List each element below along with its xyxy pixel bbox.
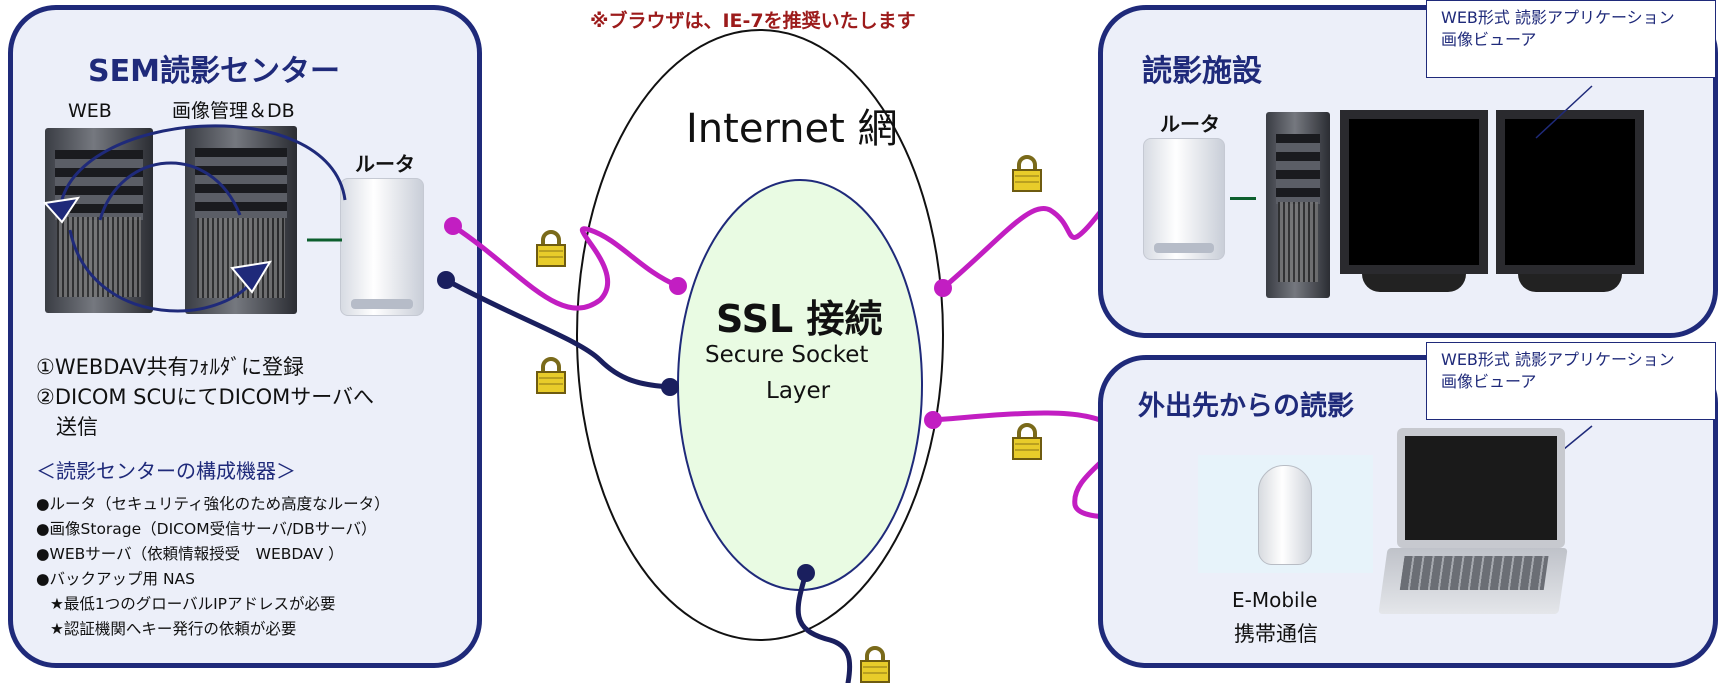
remote-callout-line2: 画像ビューア — [1441, 372, 1537, 391]
center-step2: ②DICOM SCUにてDICOMサーバへ — [36, 385, 375, 409]
monitor-right-icon — [1496, 110, 1644, 274]
center-router-label: ルータ — [355, 152, 415, 176]
ssl-title: SSL 接続 — [716, 297, 883, 341]
remote-title: 外出先からの読影 — [1138, 391, 1354, 422]
facility-callout-pointer — [1535, 85, 1593, 139]
ssl-subtitle-1: Secure Socket — [705, 342, 869, 368]
equip-note-cert: ★認証機関へキー発行の依頼が必要 — [50, 620, 297, 638]
internet-label: Internet 網 — [686, 106, 898, 152]
remote-callout-line1: WEB形式 読影アプリケーション — [1441, 350, 1675, 369]
center-router-icon — [340, 178, 424, 316]
center-title: SEM読影センター — [88, 54, 340, 89]
equip-item-nas: ●バックアップ用 NAS — [36, 570, 195, 588]
link-bottom — [795, 570, 853, 683]
ssl-subtitle-2: Layer — [766, 378, 831, 404]
browser-notice: ※ブラウザは、IE-7を推奨いたします — [590, 10, 916, 32]
center-step1: ①WEBDAV共有ﾌｫﾙﾀﾞに登録 — [36, 355, 304, 379]
center-step2-cont: 送信 — [56, 415, 98, 439]
equip-item-webserver: ●WEBサーバ（依頼情報授受 WEBDAV ） — [36, 545, 344, 563]
db-server-icon — [185, 126, 297, 314]
equip-item-router: ●ルータ（セキュリティ強化のため高度なルータ） — [36, 495, 390, 513]
lock-icon — [536, 230, 566, 267]
link-center-magenta — [450, 223, 681, 311]
facility-title: 読影施設 — [1142, 54, 1262, 89]
equip-item-storage: ●画像Storage（DICOM受信サーバ/DBサーバ） — [36, 520, 377, 538]
facility-pc-icon — [1266, 112, 1330, 298]
lock-icon — [1012, 155, 1042, 192]
facility-callout: WEB形式 読影アプリケーション 画像ビューア — [1426, 0, 1716, 78]
lock-icon — [536, 357, 566, 394]
lock-icon — [860, 646, 890, 683]
monitor-right-stand — [1518, 274, 1622, 292]
laptop-icon — [1378, 428, 1568, 618]
equip-heading: ＜読影センターの構成機器＞ — [36, 459, 296, 483]
db-label: 画像管理＆DB — [172, 100, 295, 122]
facility-callout-line1: WEB形式 読影アプリケーション — [1441, 8, 1675, 27]
facility-router-label: ルータ — [1160, 112, 1220, 136]
modem-icon — [1198, 455, 1373, 573]
link-center-navy — [443, 277, 673, 390]
lock-icon — [1012, 423, 1042, 460]
center-panel — [8, 5, 482, 668]
monitor-left-stand — [1362, 274, 1466, 292]
facility-router-icon — [1143, 138, 1225, 260]
web-label: WEB — [68, 100, 112, 122]
equip-note-ip: ★最低1つのグローバルIPアドレスが必要 — [50, 595, 336, 613]
replication-arrows — [43, 124, 347, 313]
remote-device-label-2: 携帯通信 — [1234, 622, 1318, 646]
remote-callout: WEB形式 読影アプリケーション 画像ビューア — [1426, 342, 1716, 420]
facility-link-line — [1230, 197, 1256, 200]
facility-callout-line2: 画像ビューア — [1441, 30, 1537, 49]
remote-device-label-1: E-Mobile — [1232, 588, 1318, 612]
monitor-left-icon — [1340, 110, 1488, 274]
